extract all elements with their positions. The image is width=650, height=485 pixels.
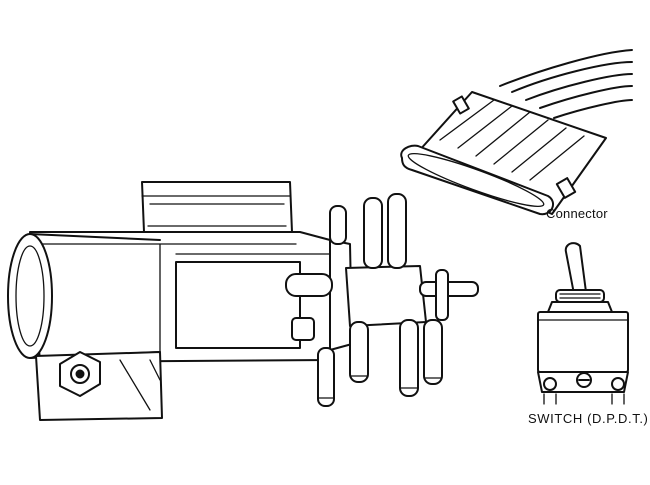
wire-connector-illustration [400,49,633,216]
switch-label: SWITCH (D.P.D.T.) [528,411,649,426]
connector-label: Connector [546,206,608,221]
vacuum-actuator-illustration [7,181,479,421]
toggle-switch-illustration [537,242,629,405]
